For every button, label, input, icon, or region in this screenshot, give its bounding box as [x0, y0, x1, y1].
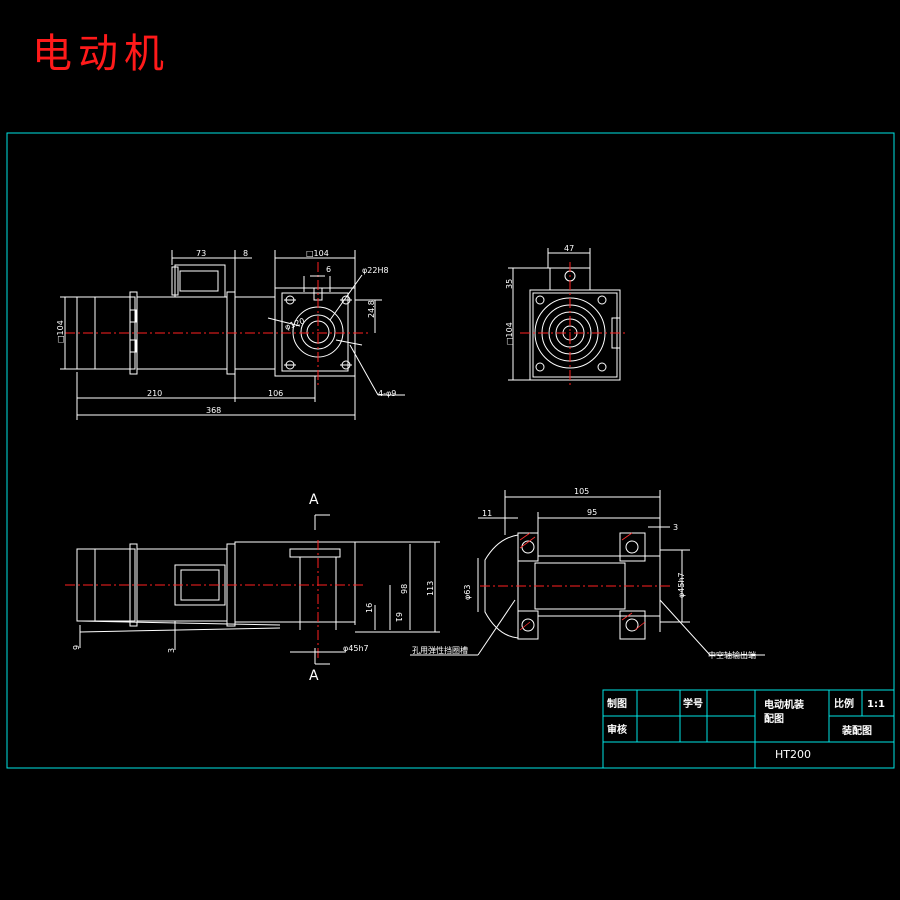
tb-drawing-name-1: 电动机装 — [764, 698, 804, 711]
drawing-border — [6, 132, 895, 769]
page-title: 电动机 — [32, 31, 170, 77]
shaft-label-output-end: 中空轴输出端 — [708, 650, 756, 660]
top-dim-98: 98 — [400, 584, 409, 594]
section-label-a-bottom: A — [309, 668, 319, 684]
tb-drawn-by: 制图 — [607, 697, 627, 710]
section-label-a-top: A — [309, 492, 319, 508]
tb-drawing-type: 装配图 — [841, 724, 872, 737]
shaft-section-view: 105 95 3 11 φ63 φ45h7 孔用弹性挡圈槽 中空轴输出端 — [410, 487, 765, 660]
dim-104-top: □104 — [306, 249, 329, 258]
shaft-dim-3: 3 — [673, 523, 678, 532]
dim-22h8: φ22H8 — [362, 266, 389, 275]
side-dim-47: 47 — [564, 244, 574, 253]
side-view: 47 35 □104 — [505, 244, 625, 386]
shaft-dim-11: 11 — [482, 509, 492, 518]
top-dim-113: 113 — [426, 581, 435, 596]
title-block: 制图 学号 审核 电动机装 配图 比例 1:1 装配图 HT200 — [602, 689, 895, 769]
top-dim-16: 16 — [365, 603, 374, 613]
top-dim-9: 9 — [72, 645, 81, 650]
dim-106: 106 — [268, 389, 283, 398]
shaft-dim-105: 105 — [574, 487, 589, 496]
tb-student-no: 学号 — [683, 697, 703, 710]
shaft-dim-63: φ63 — [463, 585, 472, 600]
tb-checked-by: 审核 — [607, 723, 627, 736]
front-view: 73 8 □104 6 φ22H8 24.8 □104 210 106 368 … — [56, 249, 405, 420]
tb-scale-label: 比例 — [834, 697, 854, 710]
dim-8: 8 — [243, 249, 248, 258]
shaft-dim-95: 95 — [587, 508, 597, 517]
top-view: A A 9 3 16 61 98 113 φ45h7 — [65, 492, 440, 684]
dim-phi120: φ120 — [284, 316, 306, 331]
shaft-dim-45h7: φ45h7 — [677, 572, 686, 598]
dim-210: 210 — [147, 389, 162, 398]
side-dim-35: 35 — [505, 279, 514, 289]
side-dim-104: □104 — [505, 322, 514, 345]
tb-scale-value: 1:1 — [867, 699, 885, 710]
dim-368: 368 — [206, 406, 221, 415]
dim-73: 73 — [196, 249, 206, 258]
tb-drawing-name-2: 配图 — [764, 713, 784, 725]
top-dim-3: 3 — [167, 648, 176, 653]
top-dim-61: 61 — [394, 612, 403, 622]
tb-material: HT200 — [775, 748, 811, 761]
dim-104-left: □104 — [56, 320, 65, 343]
shaft-label-retaining-groove: 孔用弹性挡圈槽 — [412, 645, 468, 655]
dim-24-8: 24.8 — [367, 300, 376, 318]
top-dim-45h7: φ45h7 — [343, 644, 369, 653]
dim-6: 6 — [326, 265, 331, 274]
dim-4-phi9: 4-φ9 — [378, 389, 396, 398]
